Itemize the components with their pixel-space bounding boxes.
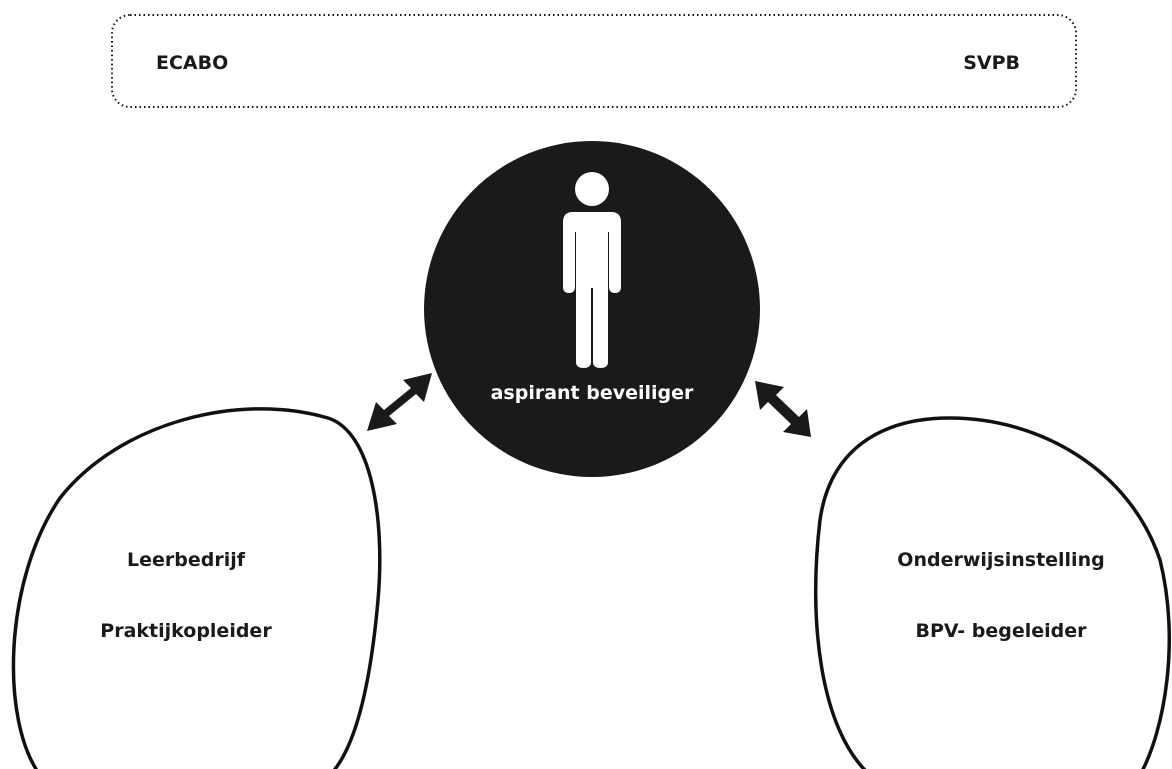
aspirant-label: aspirant beveiliger xyxy=(491,382,694,404)
ecabo-label: ECABO xyxy=(156,52,228,74)
aspirant-circle xyxy=(424,141,760,477)
bpv-begeleider-label: BPV- begeleider xyxy=(916,620,1088,642)
person-icon xyxy=(563,172,621,368)
aspirant-node: aspirant beveiliger xyxy=(424,141,760,477)
onderwijsinstelling-node: Onderwijsinstelling BPV- begeleider xyxy=(813,416,1172,769)
onderwijsinstelling-blob xyxy=(813,416,1172,769)
right-connector-arrow xyxy=(755,381,811,437)
svpb-label: SVPB xyxy=(963,52,1020,74)
praktijkopleider-label: Praktijkopleider xyxy=(100,620,272,642)
onderwijsinstelling-label: Onderwijsinstelling xyxy=(897,549,1104,571)
organisations-frame: ECABO SVPB xyxy=(111,14,1077,108)
leerbedrijf-node: Leerbedrijf Praktijkopleider xyxy=(11,407,382,769)
leerbedrijf-blob xyxy=(11,407,382,769)
left-connector-arrow xyxy=(367,373,432,431)
organisations-frame-border xyxy=(111,14,1077,108)
leerbedrijf-label: Leerbedrijf xyxy=(127,549,246,571)
